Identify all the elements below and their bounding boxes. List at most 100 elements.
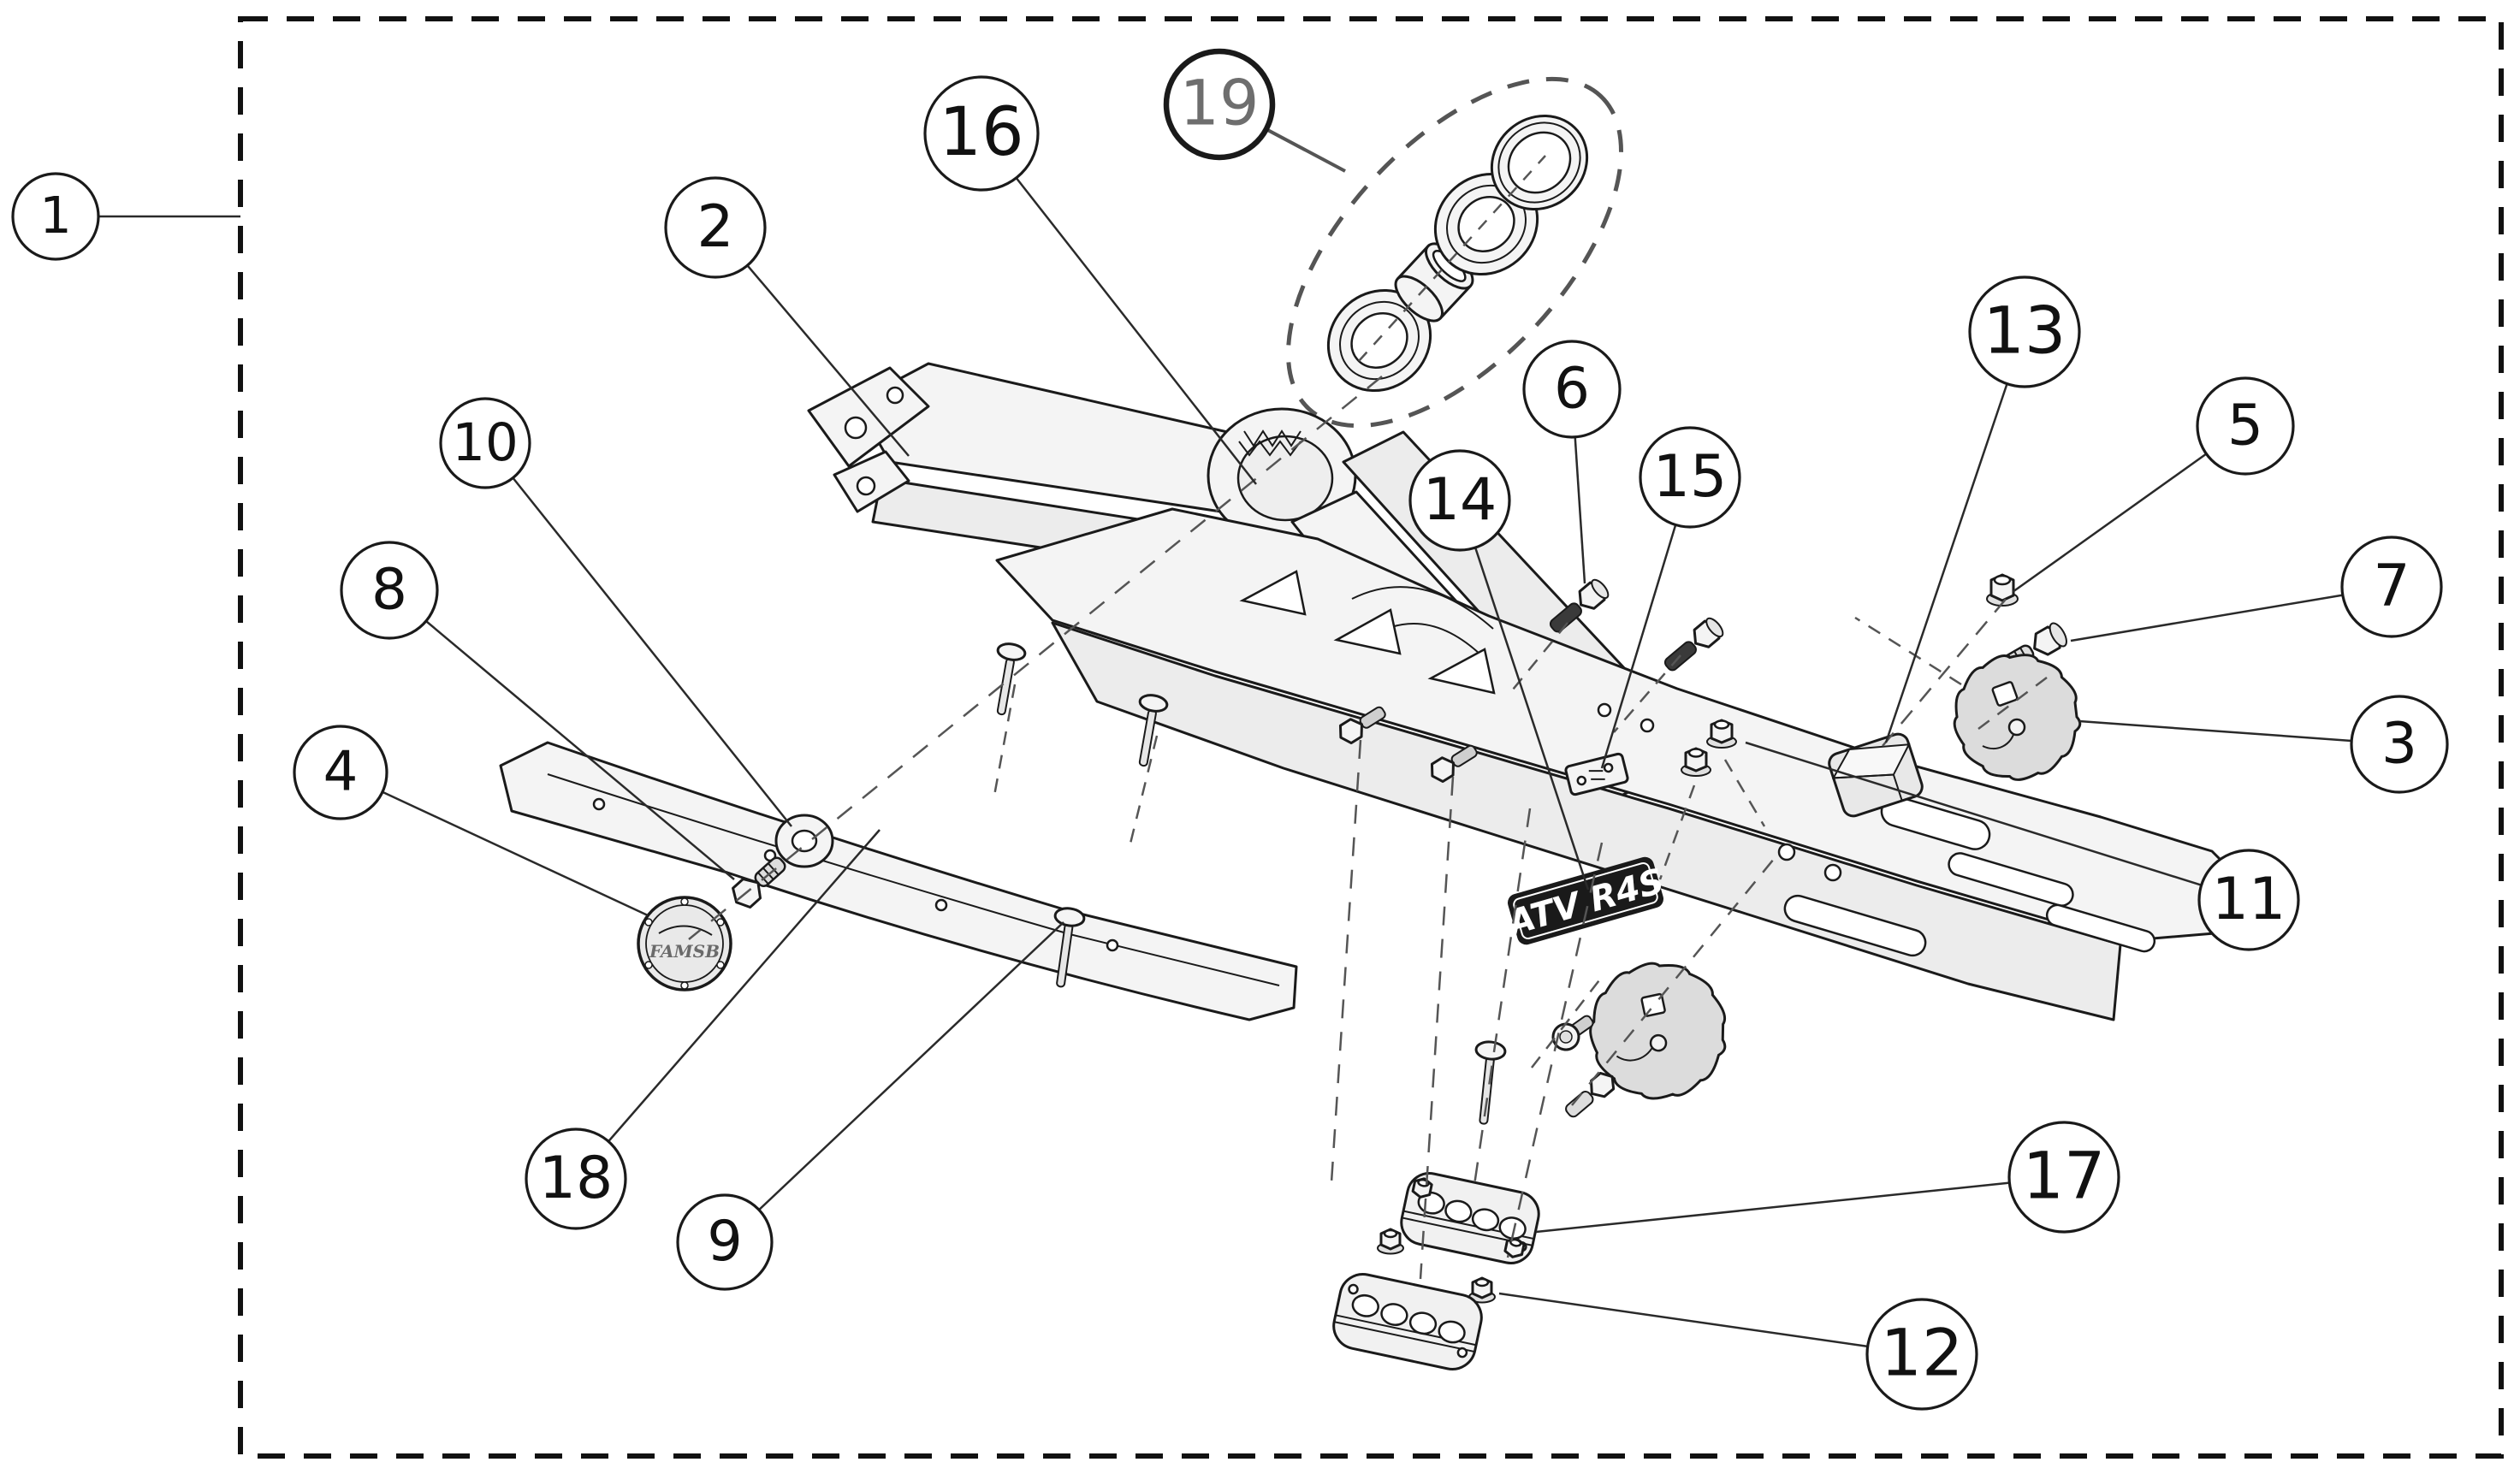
hex-bolt-icon [1430, 744, 1478, 784]
lower-chain-guard [499, 741, 1298, 1021]
callout-3-leader [2078, 719, 2352, 743]
gusset-triangle [1333, 608, 1402, 655]
deck-bolts [1338, 706, 1478, 784]
flanged-nut-icon [1377, 1228, 1404, 1255]
callout-6-circle [1522, 340, 1622, 439]
callout-14-number: 14 [1423, 466, 1497, 534]
callout-4-number: 4 [323, 741, 359, 804]
callout-11-leader [1745, 741, 2203, 886]
bearing-kit-axis [1358, 155, 1546, 362]
callout-14-circle [1408, 449, 1511, 552]
callout-4-leader [382, 790, 649, 917]
callout-12-leader [1498, 1292, 1868, 1348]
guard-screw-icon [1474, 1040, 1507, 1125]
callout-7-leader [2070, 594, 2344, 642]
callout-6-leader [1574, 436, 1586, 584]
callout-15-leader [1600, 524, 1677, 769]
cap-rim-screws [644, 897, 725, 990]
rubber-bumper [1828, 732, 1924, 818]
flanged-nut-11 [1706, 719, 1737, 749]
logo-plate: ATV R4S [1502, 856, 1669, 945]
skidplate-axis-4 [1506, 842, 1604, 1258]
assembly-axes-layer [688, 155, 2048, 1280]
callout-10-number: 10 [452, 412, 519, 473]
callout-16-leader [1015, 177, 1257, 485]
callout-9-leader [758, 921, 1064, 1211]
callout-12-number: 12 [1881, 1314, 1964, 1390]
guard-screw-axis-2 [1128, 735, 1159, 848]
callout-2-number: 2 [697, 193, 733, 261]
callout-19-leader [1265, 127, 1346, 173]
pivot-axis [688, 376, 1383, 940]
callout-18-circle [525, 1128, 627, 1230]
callout-11-circle [2197, 849, 2300, 951]
hex-bolt-icon [1565, 1071, 1616, 1118]
callout-17-leader [1535, 1181, 2010, 1234]
callout-1-number: 1 [39, 186, 72, 245]
lower-skid-plate [1332, 1273, 1483, 1370]
bolt6b-axis [1613, 654, 1681, 733]
callout-15-number: 15 [1653, 443, 1728, 511]
callout-13-number: 13 [1983, 292, 2066, 368]
callout-7-circle [2340, 536, 2443, 638]
callout-3-circle [2350, 695, 2449, 794]
skidplate-axis-1 [1330, 739, 1362, 1183]
upper-skid-plate [1400, 1172, 1540, 1264]
guard-screw-9 [1053, 907, 1086, 988]
callout-5-circle [2196, 376, 2295, 476]
guard-screw-axis-1 [993, 684, 1017, 796]
callout-11-number: 11 [2212, 866, 2286, 933]
callout-2-circle [664, 176, 767, 279]
callout-1-circle [11, 172, 100, 261]
assembly-boundary-border [238, 16, 2504, 1459]
callout-4-circle [293, 725, 388, 820]
spacer-tube-icon [1394, 242, 1474, 323]
callout-16-number: 16 [939, 94, 1023, 171]
washer [774, 814, 834, 868]
gusset-triangle [1239, 570, 1307, 616]
skid-plates [1332, 1172, 1540, 1370]
flanged-nut-11 [1681, 747, 1711, 777]
callout-19-number: 19 [1180, 68, 1260, 140]
plate-nut-icon [1503, 1237, 1526, 1258]
bumper-axis [1882, 596, 2008, 747]
callout-18-leader [608, 829, 881, 1143]
callout-19-circle [1163, 48, 1276, 161]
swingarm-deck [995, 507, 2244, 1021]
tail-slot [1948, 852, 2074, 907]
callout-8-number: 8 [371, 556, 407, 622]
callout-17-number: 17 [2023, 1137, 2106, 1213]
gusset-triangle [1427, 648, 1496, 695]
hex-bolt-icon [1663, 617, 1724, 672]
hex-bolt-6 [1549, 578, 1610, 633]
flanged-nut-5 [1986, 573, 2019, 607]
callout-17-circle [2007, 1121, 2120, 1234]
callout-7-number: 7 [2373, 553, 2410, 620]
callout-14-leader [1473, 547, 1590, 891]
callout-10-leader [512, 477, 792, 827]
chain-slider-disc [1953, 654, 2082, 781]
guard-screw-icon [1138, 694, 1169, 767]
callout-6-number: 6 [1554, 355, 1590, 421]
callout-2-leader [746, 264, 910, 457]
rail-slot [1783, 894, 1927, 957]
callout-10-circle [439, 397, 531, 489]
callout-13-leader [1884, 383, 2008, 743]
id-plate [1564, 752, 1629, 796]
guard-screw-icon [996, 642, 1027, 716]
callout-12-circle [1865, 1298, 1978, 1411]
cap-logo-text: FAMSB [649, 941, 720, 962]
callout-16-circle [923, 75, 1040, 192]
callout-8-leader [425, 620, 735, 880]
callout-9-circle [676, 1193, 774, 1291]
lower-slider-group [1551, 962, 1727, 1118]
callout-9-number: 9 [707, 1210, 742, 1274]
callout-13-circle [1968, 275, 2081, 388]
guard-screws [996, 642, 1507, 1125]
slider-mount-axis [1854, 616, 1962, 686]
hex-bolt-icon [1338, 706, 1386, 745]
callout-5-leader [2012, 453, 2208, 594]
